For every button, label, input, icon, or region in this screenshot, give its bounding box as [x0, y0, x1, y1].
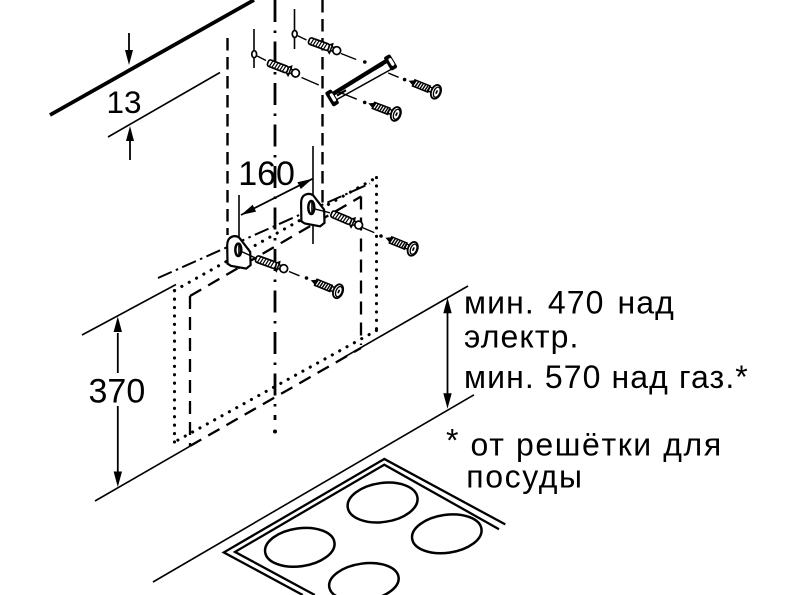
- svg-text:370: 370: [89, 373, 146, 411]
- svg-text:13: 13: [107, 84, 142, 120]
- svg-text:* от решётки для: * от решётки для: [446, 423, 723, 463]
- svg-text:посуды: посуды: [466, 459, 583, 495]
- svg-text:электр.: электр.: [464, 319, 580, 355]
- svg-text:мин. 570 над газ.*: мин. 570 над газ.*: [464, 359, 749, 395]
- svg-text:160: 160: [238, 155, 295, 193]
- svg-text:мин. 470 над: мин. 470 над: [464, 284, 675, 320]
